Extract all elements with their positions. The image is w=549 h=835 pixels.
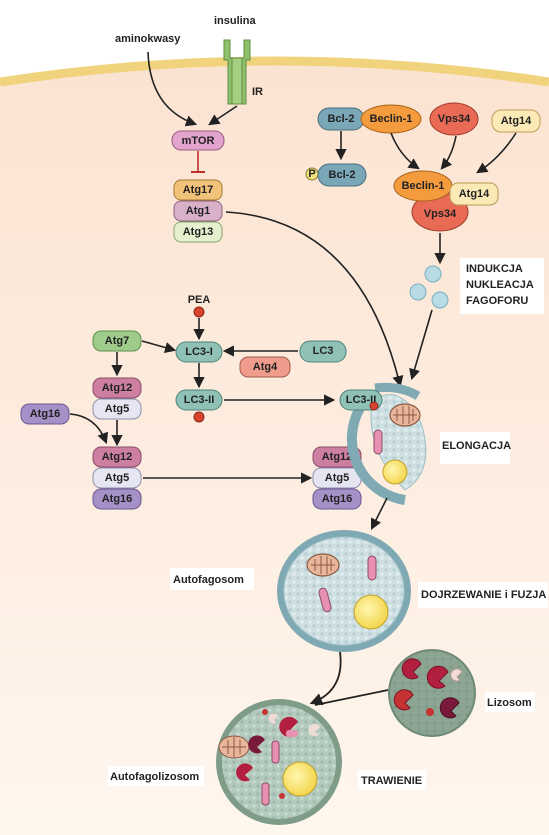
vps34-top-label: Vps34	[438, 113, 471, 125]
atg12-a-label: Atg12	[102, 382, 133, 394]
insulin-label-box	[205, 8, 345, 32]
atg5-b-pill	[92, 467, 142, 489]
induction-label-3: FAGOFORU	[466, 295, 528, 307]
vps34-arrow	[440, 135, 457, 170]
atg16-a-label: Atg16	[30, 408, 61, 420]
autophagosome-label-box	[170, 568, 254, 590]
atg14-arrow	[476, 132, 517, 174]
atg4-label: Atg4	[253, 361, 278, 373]
atg13-label: Atg13	[183, 226, 214, 238]
atg16-c-pill	[312, 488, 362, 510]
pea-circle	[193, 306, 205, 318]
lc3-label: LC3	[313, 345, 334, 357]
atg14-complex-label: Atg14	[459, 188, 490, 200]
lc3ii-label: LC3-II	[184, 394, 215, 406]
lc3i-label: LC3-I	[185, 346, 213, 358]
atg14-complex-pill	[449, 182, 499, 206]
atg5-a-pill	[92, 398, 142, 420]
phagophore-to-autophagosome-arrow	[370, 497, 388, 531]
atg1-to-phagophore-arrow	[225, 211, 404, 388]
ir-label: IR	[252, 86, 263, 98]
lysosome-label: Lizosom	[487, 697, 532, 709]
phosphate-label: P	[308, 168, 315, 180]
atg1-label: Atg1	[186, 205, 210, 217]
atg7-pill	[92, 330, 142, 352]
mtor-pill	[171, 130, 225, 151]
atg12-b-pill	[92, 446, 142, 468]
digestion-label-box	[358, 770, 426, 790]
vesicle-1	[424, 265, 442, 283]
atg16-a-pill	[20, 403, 70, 425]
atg5-b-label: Atg5	[105, 472, 129, 484]
lysosome-fusion-line	[314, 689, 389, 706]
mtor-label: mTOR	[182, 135, 215, 147]
bcl2-p-label: Bcl-2	[329, 169, 356, 181]
lc3ii-b-label: LC3-II	[346, 394, 377, 406]
induction-label-1: INDUKCJA	[466, 263, 523, 275]
atg17-label: Atg17	[183, 184, 214, 196]
autophagosome-label: Autofagosom	[173, 574, 244, 586]
lc3ii-pill	[175, 389, 223, 411]
induction-label-2: NUKLEACJA	[466, 279, 534, 291]
atg14-top-pill	[491, 109, 541, 133]
atg1-pill	[173, 200, 223, 222]
lc3ii-b-lipid	[369, 401, 379, 411]
lysosome-label-box	[485, 692, 535, 712]
autophagolysosome-label-box	[108, 766, 204, 786]
induction-label-box	[460, 258, 544, 314]
lc3-pill	[299, 340, 347, 363]
atg12-b-label: Atg12	[102, 451, 133, 463]
atg12-c-label: Atg12	[322, 451, 353, 463]
atg16-arrow	[69, 413, 109, 445]
digestion-label: TRAWIENIE	[361, 775, 422, 787]
maturation-label: DOJRZEWANIE i FUZJA	[421, 589, 546, 601]
elongation-label: ELONGACJA	[442, 440, 511, 452]
atg5-a-label: Atg5	[105, 403, 129, 415]
beclin1-complex-label: Beclin-1	[402, 180, 445, 192]
cell-membrane	[0, 56, 549, 87]
atg14-top-label: Atg14	[501, 115, 532, 127]
phagophore	[346, 382, 427, 505]
aminoacids-label-box	[112, 28, 186, 48]
atg16-b-pill	[92, 488, 142, 510]
atg7-to-lc3i-arrow	[141, 340, 177, 353]
vesicle-3	[431, 291, 449, 309]
vesicles-to-phagophore-arrow	[409, 309, 433, 381]
atg7-label: Atg7	[105, 335, 129, 347]
atg16-b-label: Atg16	[102, 493, 133, 505]
vps34-complex-label: Vps34	[424, 208, 457, 220]
autophagosome-fusion-arrow	[309, 651, 342, 706]
atg16-c-label: Atg16	[322, 493, 353, 505]
insulin-receptor	[223, 39, 251, 105]
autophagolysosome	[216, 699, 342, 825]
bcl2-p-pill	[317, 163, 367, 187]
pea-label: PEA	[188, 294, 211, 306]
aminoacids-arrow	[147, 51, 198, 127]
atg17-pill	[173, 179, 223, 201]
elongation-label-box	[440, 432, 510, 464]
beclin1-top-label: Beclin-1	[370, 113, 413, 125]
atg5-c-label: Atg5	[325, 472, 349, 484]
atg12-a-pill	[92, 377, 142, 399]
cytoplasm	[0, 61, 549, 835]
ir-arrow	[208, 105, 238, 126]
vps34-top	[429, 102, 479, 136]
lc3ii-lipid-circle	[193, 411, 205, 423]
autophagosome	[277, 530, 411, 652]
aminoacids-label: aminokwasy	[115, 33, 181, 45]
vesicle-2	[409, 283, 427, 301]
bcl2-top-label: Bcl-2	[328, 113, 355, 125]
atg13-pill	[173, 221, 223, 243]
insulin-label: insulina	[214, 15, 256, 27]
maturation-label-box	[418, 582, 548, 608]
atg4-pill	[239, 356, 291, 378]
lysosome	[388, 649, 476, 737]
beclin1-arrow	[390, 132, 420, 170]
autophagolysosome-label: Autofagolizosom	[110, 771, 199, 783]
